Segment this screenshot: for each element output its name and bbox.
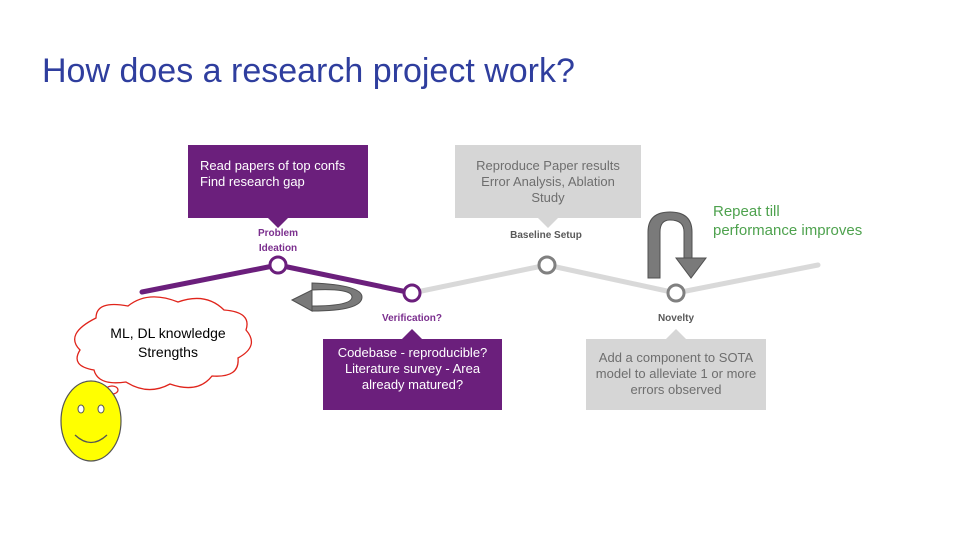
timeline-gray-path [409, 262, 821, 296]
novelty-label: Novelty [657, 313, 695, 324]
baseline-setup-box-line: Error Analysis, Ablation [481, 174, 615, 189]
repeat-loop-arrow-icon [647, 211, 707, 279]
smiley-face-icon [60, 380, 122, 462]
baseline-setup-box: Reproduce Paper results Error Analysis, … [455, 145, 641, 218]
baseline-box-pointer [538, 218, 558, 228]
novelty-box-line: errors observed [630, 382, 722, 397]
verification-box-line: Literature survey - Area [344, 361, 481, 376]
node-problem-ideation [268, 255, 288, 275]
verification-box: Codebase - reproducible? Literature surv… [323, 339, 502, 410]
baseline-setup-box-line: Study [531, 190, 565, 205]
slide-title: How does a research project work? [42, 52, 575, 90]
node-baseline-setup [537, 255, 557, 275]
problem-ideation-box-line: Find research gap [200, 174, 305, 189]
problem-ideation-box-line: Read papers of top confs [200, 158, 346, 173]
problem-box-pointer [268, 218, 288, 228]
node-verification [402, 283, 422, 303]
baseline-setup-label: Baseline Setup [510, 230, 582, 241]
verification-box-line: Codebase - reproducible? [337, 345, 488, 360]
verification-box-pointer [402, 329, 422, 339]
problem-ideation-box: Read papers of top confs Find research g… [188, 145, 368, 218]
cloud-text: ML, DL knowledge Strengths [110, 325, 226, 360]
return-arrow-icon [290, 282, 363, 312]
novelty-box: Add a component to SOTA model to allevia… [586, 339, 766, 410]
node-novelty [666, 283, 686, 303]
novelty-box-line: model to alleviate 1 or more [595, 366, 757, 381]
novelty-box-line: Add a component to SOTA [598, 350, 754, 365]
repeat-note: Repeat till performance improves [713, 203, 863, 239]
verification-label: Verification? [381, 313, 442, 324]
problem-ideation-label: Problem Ideation [257, 228, 298, 254]
baseline-setup-box-line: Reproduce Paper results [476, 158, 620, 173]
novelty-box-pointer [666, 329, 686, 339]
verification-box-line: already matured? [361, 377, 464, 392]
